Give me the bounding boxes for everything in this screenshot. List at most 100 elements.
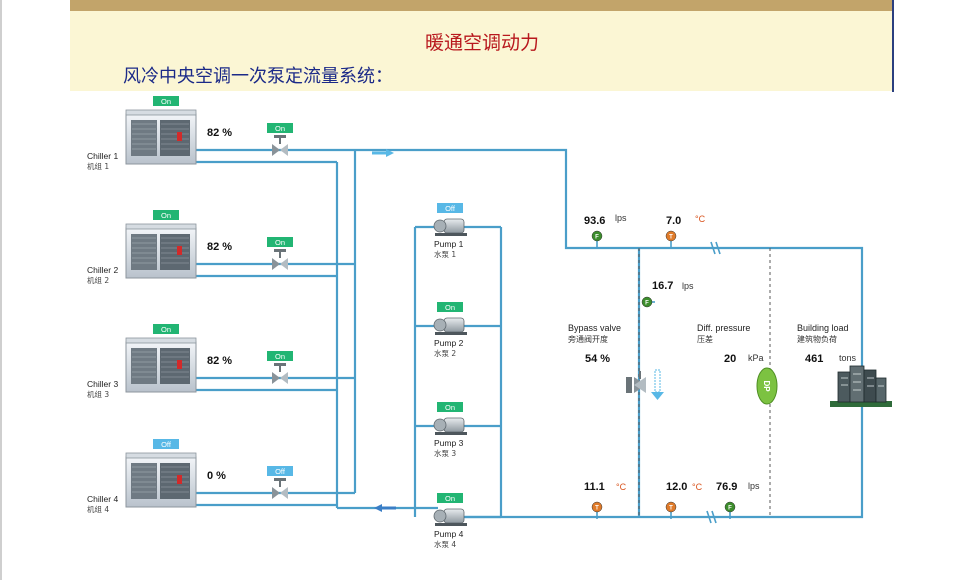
diff-pressure-unit: kPa bbox=[748, 353, 764, 363]
supply-temp-reading: 7.0 °C T bbox=[665, 214, 706, 248]
return-flow-value: 76.9 bbox=[716, 481, 737, 493]
chiller-3-label-cn: 机组 3 bbox=[87, 389, 109, 399]
load-return-pipe bbox=[459, 407, 864, 519]
chiller-1-status-badge[interactable]: On bbox=[153, 96, 179, 106]
return-temp-chiller-reading: 11.1°CT bbox=[584, 481, 627, 519]
return-temp-chiller-sensor-icon: T bbox=[591, 501, 603, 519]
return-temp-chiller-icon-text: T bbox=[595, 506, 599, 512]
chiller-3-valve-status-badge[interactable]: On bbox=[267, 351, 293, 361]
return-pipe-break bbox=[706, 510, 717, 524]
return-flow-sensor-icon: F bbox=[724, 501, 736, 519]
diff-pressure-sensor-icon: DP bbox=[756, 367, 778, 405]
return-temp-load-icon-text: T bbox=[669, 506, 673, 512]
slide-subtitle: 风冷中央空调一次泵定流量系统： bbox=[123, 66, 393, 87]
building-icon bbox=[830, 365, 892, 407]
pump-3-status-badge[interactable]: On bbox=[437, 402, 463, 412]
pump-1-status-badge[interactable]: Off bbox=[437, 203, 463, 213]
pump-1-label: Pump 1 bbox=[434, 239, 464, 249]
chiller-4-valve-icon[interactable] bbox=[272, 478, 288, 499]
chiller-3-label: Chiller 3 bbox=[87, 379, 118, 389]
chiller-2-unit-icon bbox=[125, 223, 197, 279]
chiller-1-label-cn: 机组 1 bbox=[87, 161, 109, 171]
building-load-unit: tons bbox=[839, 353, 857, 363]
chiller-4-status-badge-text: Off bbox=[161, 440, 172, 449]
pump-3-label-cn: 水泵 3 bbox=[434, 448, 456, 458]
building-load-value: 461 bbox=[805, 353, 823, 365]
bypass-valve-value: 54 % bbox=[585, 353, 610, 365]
return-temp-load-sensor-icon: T bbox=[665, 501, 677, 519]
pump-4-motor-icon bbox=[433, 508, 467, 526]
supply-temp-unit: °C bbox=[695, 214, 706, 224]
pipe-network bbox=[196, 148, 864, 519]
main-supply-pipe bbox=[355, 148, 864, 372]
return-flow-unit: lps bbox=[748, 481, 760, 491]
header-right-rule bbox=[892, 0, 894, 92]
pump-4-status-badge[interactable]: On bbox=[437, 493, 463, 503]
header-panel bbox=[70, 11, 892, 91]
supply-temp-sensor-icon: T bbox=[665, 230, 677, 248]
bypass-flow-arrow bbox=[651, 369, 664, 400]
chiller-2-valve-status-badge[interactable]: On bbox=[267, 237, 293, 247]
return-temp-load-reading: 12.0°CT bbox=[665, 481, 703, 519]
chiller-3-valve-status-badge-text: On bbox=[275, 352, 285, 361]
supply-temp-icon-text: T bbox=[669, 235, 673, 241]
chiller-2-label-cn: 机组 2 bbox=[87, 275, 109, 285]
header-top-band bbox=[70, 0, 894, 11]
chiller-1-load-value: 82 % bbox=[207, 127, 232, 139]
return-flow-arrow bbox=[374, 504, 396, 512]
chiller-4-label-cn: 机组 4 bbox=[87, 504, 109, 514]
chiller-1-status-badge-text: On bbox=[161, 97, 171, 106]
chiller-3-load-value: 82 % bbox=[207, 355, 232, 367]
chiller-4-load-value: 0 % bbox=[207, 470, 226, 482]
pump-3-motor-icon bbox=[433, 417, 467, 435]
pump-2-label: Pump 2 bbox=[434, 338, 464, 348]
supply-flow-arrow bbox=[372, 149, 394, 157]
chiller-4-status-badge[interactable]: Off bbox=[153, 439, 179, 449]
pump-4-label: Pump 4 bbox=[434, 529, 464, 539]
chiller-2-valve-icon[interactable] bbox=[272, 249, 288, 270]
return-temp-chiller-unit: °C bbox=[616, 482, 627, 492]
bypass-flow-icon-text: F bbox=[645, 301, 649, 307]
chiller-3-status-badge[interactable]: On bbox=[153, 324, 179, 334]
supply-flow-value: 93.6 bbox=[584, 215, 605, 227]
pump-1-motor-icon bbox=[433, 218, 467, 236]
supply-pipe-break bbox=[710, 241, 721, 255]
left-edge-rule bbox=[0, 0, 2, 580]
supply-temp-value: 7.0 bbox=[666, 215, 681, 227]
pump-2-status-badge-text: On bbox=[445, 303, 455, 312]
chiller-4-valve-status-badge[interactable]: Off bbox=[267, 466, 293, 476]
chiller-4-unit-icon bbox=[125, 452, 197, 508]
chiller-1-valve-status-badge[interactable]: On bbox=[267, 123, 293, 133]
bypass-flow-sensor-icon: F bbox=[641, 296, 655, 308]
pump-2-motor-icon bbox=[433, 317, 467, 335]
pump-2-status-badge[interactable]: On bbox=[437, 302, 463, 312]
chiller-2-status-badge[interactable]: On bbox=[153, 210, 179, 220]
supply-flow-sensor-icon: F bbox=[591, 230, 603, 248]
chiller-2-load-value: 82 % bbox=[207, 241, 232, 253]
pump-4-status-badge-text: On bbox=[445, 494, 455, 503]
chiller-3-valve-icon[interactable] bbox=[272, 363, 288, 384]
pump-3-status-badge-text: On bbox=[445, 403, 455, 412]
pump-2-label-cn: 水泵 2 bbox=[434, 348, 456, 358]
building-load-label-cn: 建筑物负荷 bbox=[797, 334, 837, 344]
slide-title: 暖通空调动力 bbox=[424, 32, 539, 54]
chiller-1-valve-status-badge-text: On bbox=[275, 124, 285, 133]
supply-flow-icon-text: F bbox=[595, 235, 599, 241]
chiller-1-valve-icon[interactable] bbox=[272, 135, 288, 156]
bypass-flow-unit: lps bbox=[682, 281, 694, 291]
diff-pressure-label: Diff. pressure bbox=[697, 323, 750, 333]
bypass-valve-icon[interactable] bbox=[626, 371, 646, 393]
